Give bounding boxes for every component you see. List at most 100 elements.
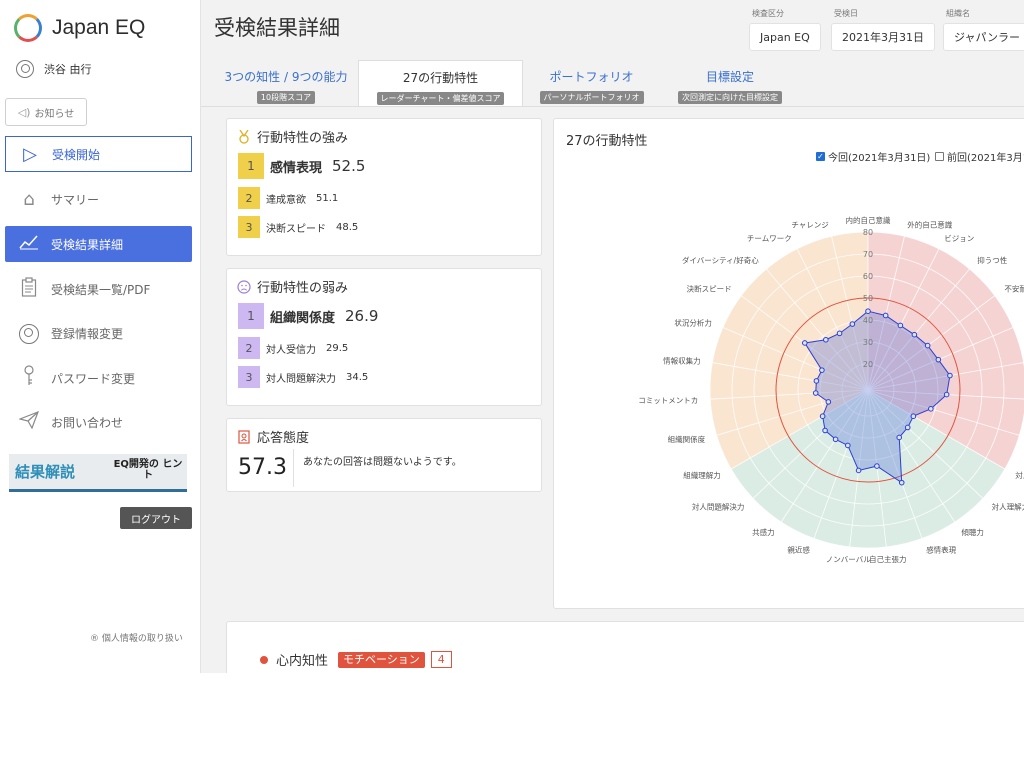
radar-point	[874, 463, 880, 469]
radar-spoke	[867, 362, 1024, 391]
divider	[293, 449, 294, 487]
logout-button[interactable]: ログアウト	[120, 507, 192, 529]
radar-spoke	[813, 389, 869, 539]
eq-hint-banner[interactable]: 結果解説 EQ開発の ヒント	[9, 454, 187, 492]
nav-label: 受検結果詳細	[51, 237, 124, 252]
radar-sector-bg	[868, 232, 1024, 469]
radar-category-label: 感情表現	[926, 545, 956, 555]
radar-point	[836, 330, 843, 337]
logo-text: Japan EQ	[52, 16, 146, 39]
checkbox-checked-icon[interactable]: ✓	[816, 151, 825, 161]
radar-point	[823, 336, 829, 343]
trait-name: 組織関係度	[270, 310, 336, 326]
radar-point	[911, 331, 918, 338]
radar-category-label: チャレンジ	[791, 221, 829, 230]
chart-title: 27の行動特性	[566, 134, 648, 149]
tab-27-traits[interactable]: 27の行動特性 レーダーチャート・偏差値スコア	[358, 60, 523, 106]
tab-label: 目標設定	[705, 70, 754, 84]
radar-point	[822, 427, 828, 434]
radar-category-label: 組織理解力	[683, 470, 721, 480]
radar-point	[819, 367, 825, 373]
logo[interactable]: Japan EQ	[14, 12, 145, 44]
radar-category-label: 対人理解力	[992, 502, 1024, 512]
radar-category-label: 決断スピード	[687, 283, 732, 293]
badge-icon	[237, 429, 251, 444]
legend-label: 前回(2021年3月1	[947, 153, 1024, 164]
tab-divider	[201, 106, 1024, 107]
radar-point	[882, 312, 889, 319]
nav-contact[interactable]: お問い合わせ	[5, 404, 192, 440]
user-icon	[16, 60, 34, 78]
radar-spoke	[722, 327, 869, 391]
radar-category-label: 外的自己意識	[907, 220, 952, 230]
user-icon	[15, 323, 43, 344]
radar-point	[904, 424, 911, 431]
tab-goal-setting[interactable]: 目標設定 次回測定に向けた目標設定	[671, 60, 789, 106]
radar-point	[865, 308, 871, 314]
radar-point	[947, 372, 953, 379]
page-title: 受検結果詳細	[214, 16, 340, 40]
radar-tick-label: 60	[863, 272, 873, 281]
nav-summary[interactable]: ⌂ サマリー	[5, 181, 192, 217]
exam-type-select[interactable]: Japan EQ	[749, 23, 821, 51]
radar-spoke	[796, 248, 869, 391]
radar-category-label: ビジョン	[944, 234, 974, 243]
radar-tick-label: 20	[863, 360, 873, 369]
banner-sub-text: EQ開発の ヒント	[113, 459, 183, 481]
logo-ring-icon	[14, 14, 42, 42]
rank-badge: 1	[238, 303, 264, 329]
trait-score: 52.5	[332, 157, 366, 175]
radar-point	[849, 321, 856, 327]
radar-spoke	[766, 268, 869, 391]
card-title: 応答態度	[237, 427, 309, 446]
trait-name: 対人問題解決力	[266, 373, 336, 385]
radar-spoke	[867, 248, 940, 391]
exam-date-select[interactable]: 2021年3月31日	[831, 23, 935, 51]
tab-intelligence[interactable]: 3つの知性 / 9つの能力 10段階スコア	[221, 60, 351, 106]
nav-password-change[interactable]: パスワード変更	[5, 360, 192, 396]
radar-category-label: ダイバーシティ/好奇心	[682, 255, 759, 265]
radar-category-label: 組織関係度	[668, 434, 706, 444]
organization-select[interactable]: ジャパンラー	[943, 23, 1024, 51]
tab-badge: 次回測定に向けた目標設定	[678, 91, 782, 104]
motivation-count: 4	[430, 651, 452, 668]
legend-previous[interactable]: 前回(2021年3月1	[935, 149, 1024, 164]
radar-point	[813, 378, 820, 384]
strengths-title: 行動特性の強み	[257, 131, 349, 146]
radar-tick-label: 50	[863, 294, 873, 303]
filter-organization: 組織名 ジャパンラー	[943, 8, 1024, 51]
home-icon: ⌂	[23, 188, 35, 210]
radar-category-label: ノンバーバル	[826, 555, 871, 564]
radar-point	[845, 442, 851, 449]
checkbox-icon[interactable]	[935, 152, 944, 161]
nav-label: パスワード変更	[51, 371, 136, 386]
nav-label: 登録情報変更	[51, 326, 124, 341]
weaknesses-title: 行動特性の弱み	[257, 281, 349, 296]
radar-tick-label: 30	[863, 338, 873, 347]
notice-button[interactable]: ◁) お知らせ	[5, 98, 87, 126]
weakness-row: 1 組織関係度 26.9	[238, 303, 378, 329]
radar-tick-label: 80	[863, 228, 873, 237]
response-title: 応答態度	[257, 431, 310, 446]
nav-label: 受検結果一覧/PDF	[51, 282, 151, 297]
radar-spoke	[752, 389, 869, 499]
radar-point	[855, 467, 862, 474]
tab-portfolio[interactable]: ポートフォリオ パーソナルポートフォリオ	[534, 60, 649, 106]
nav-result-list-pdf[interactable]: 受検結果一覧/PDF	[5, 271, 192, 307]
tab-label: 27の行動特性	[402, 71, 479, 85]
privacy-link[interactable]: ® 個人情報の取り扱い	[90, 634, 183, 644]
weakness-row: 3 対人問題解決力 34.5	[238, 366, 368, 388]
radar-point	[801, 340, 808, 346]
radar-point	[896, 434, 903, 441]
send-icon	[15, 410, 43, 434]
trait-name: 感情表現	[270, 160, 323, 176]
nav-result-detail[interactable]: 受検結果詳細	[5, 226, 192, 262]
nav-label: お問い合わせ	[51, 415, 124, 430]
strength-row: 2 達成意欲 51.1	[238, 187, 338, 209]
nav-label: 受検開始	[52, 147, 101, 162]
rank-badge: 3	[238, 216, 260, 238]
radar-point	[910, 413, 917, 420]
legend-current[interactable]: ✓ 今回(2021年3月31日)	[816, 149, 930, 164]
nav-profile-edit[interactable]: 登録情報変更	[5, 315, 192, 351]
nav-start-exam[interactable]: ▷ 受検開始	[5, 136, 192, 172]
